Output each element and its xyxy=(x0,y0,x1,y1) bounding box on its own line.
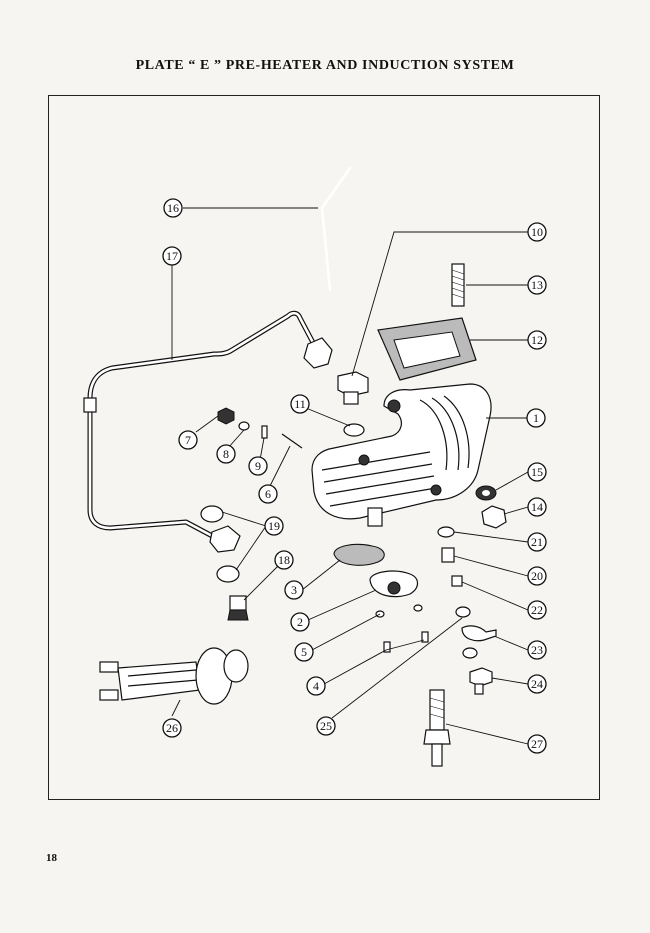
callout-24: 24 xyxy=(527,674,547,694)
part-19-washer-upper xyxy=(200,505,224,523)
part-3-gasket xyxy=(333,543,385,566)
svg-text:24: 24 xyxy=(531,677,543,691)
svg-text:22: 22 xyxy=(531,603,543,617)
part-18-bolt xyxy=(227,595,249,621)
svg-text:5: 5 xyxy=(301,645,307,659)
callout-1: 1 xyxy=(526,408,546,428)
svg-text:2: 2 xyxy=(297,615,303,629)
diagram-frame xyxy=(48,95,600,800)
part-27-heater-plug xyxy=(423,689,451,767)
callout-8: 8 xyxy=(216,444,236,464)
part-12-gasket xyxy=(377,317,477,381)
svg-text:3: 3 xyxy=(291,583,297,597)
callout-21: 21 xyxy=(527,532,547,552)
svg-text:6: 6 xyxy=(265,487,271,501)
part-6-stud xyxy=(281,433,303,449)
callout-13: 13 xyxy=(527,275,547,295)
part-19-washer-lower xyxy=(216,565,240,583)
part-16-pipe-inner xyxy=(320,166,352,292)
part-21-washer xyxy=(437,526,455,538)
svg-text:13: 13 xyxy=(531,278,543,292)
callout-16: 16 xyxy=(163,198,183,218)
callout-25: 25 xyxy=(316,716,336,736)
part-9-pin xyxy=(261,425,268,439)
part-20-adaptor xyxy=(441,547,455,563)
svg-text:17: 17 xyxy=(166,249,178,263)
callout-3: 3 xyxy=(284,580,304,600)
callout-17: 17 xyxy=(162,246,182,266)
svg-text:12: 12 xyxy=(531,333,543,347)
svg-text:7: 7 xyxy=(185,433,191,447)
part-25-washer-top xyxy=(455,606,471,618)
svg-text:16: 16 xyxy=(167,201,179,215)
part-24-bolt xyxy=(469,667,493,695)
part-4-screw xyxy=(383,641,391,653)
part-23-terminal xyxy=(461,625,497,642)
callout-9: 9 xyxy=(248,456,268,476)
part-2-elbow xyxy=(369,570,419,598)
callout-10: 10 xyxy=(527,222,547,242)
callout-19: 19 xyxy=(264,516,284,536)
svg-text:20: 20 xyxy=(531,569,543,583)
callout-12: 12 xyxy=(527,330,547,350)
callout-15: 15 xyxy=(527,462,547,482)
svg-text:14: 14 xyxy=(531,500,543,514)
page-number: 18 xyxy=(46,852,57,864)
callout-11: 11 xyxy=(290,394,310,414)
callout-23: 23 xyxy=(527,640,547,660)
callout-4: 4 xyxy=(306,676,326,696)
callout-7: 7 xyxy=(178,430,198,450)
callout-5: 5 xyxy=(294,642,314,662)
part-13-stud xyxy=(451,263,465,307)
part-1-manifold xyxy=(311,383,492,527)
svg-text:26: 26 xyxy=(166,721,178,735)
part-8-washer xyxy=(238,421,250,431)
svg-text:27: 27 xyxy=(531,737,543,751)
svg-text:10: 10 xyxy=(531,225,543,239)
svg-text:1: 1 xyxy=(533,411,539,425)
part-22-nipple xyxy=(451,575,463,587)
callout-6: 6 xyxy=(258,484,278,504)
part-7-nut xyxy=(217,407,235,425)
part-17-preheater-pipe xyxy=(83,310,333,553)
callout-27: 27 xyxy=(527,734,547,754)
svg-text:19: 19 xyxy=(268,519,280,533)
callout-20: 20 xyxy=(527,566,547,586)
callout-14: 14 xyxy=(527,497,547,517)
callout-2: 2 xyxy=(290,612,310,632)
svg-text:8: 8 xyxy=(223,447,229,461)
part-14-nut xyxy=(481,505,507,529)
svg-text:21: 21 xyxy=(531,535,543,549)
svg-text:11: 11 xyxy=(294,397,306,411)
callout-22: 22 xyxy=(527,600,547,620)
svg-text:4: 4 xyxy=(313,679,319,693)
svg-text:15: 15 xyxy=(531,465,543,479)
callout-26: 26 xyxy=(162,718,182,738)
callout-18: 18 xyxy=(274,550,294,570)
part-26-heater-element xyxy=(99,647,249,705)
part-25-washer-bottom xyxy=(462,647,478,659)
part-10-union xyxy=(337,371,369,405)
svg-text:23: 23 xyxy=(531,643,543,657)
svg-text:9: 9 xyxy=(255,459,261,473)
part-11-washer xyxy=(343,423,365,437)
svg-text:25: 25 xyxy=(320,719,332,733)
plate-title: PLATE “ E ” PRE-HEATER AND INDUCTION SYS… xyxy=(135,58,515,73)
svg-text:18: 18 xyxy=(278,553,290,567)
